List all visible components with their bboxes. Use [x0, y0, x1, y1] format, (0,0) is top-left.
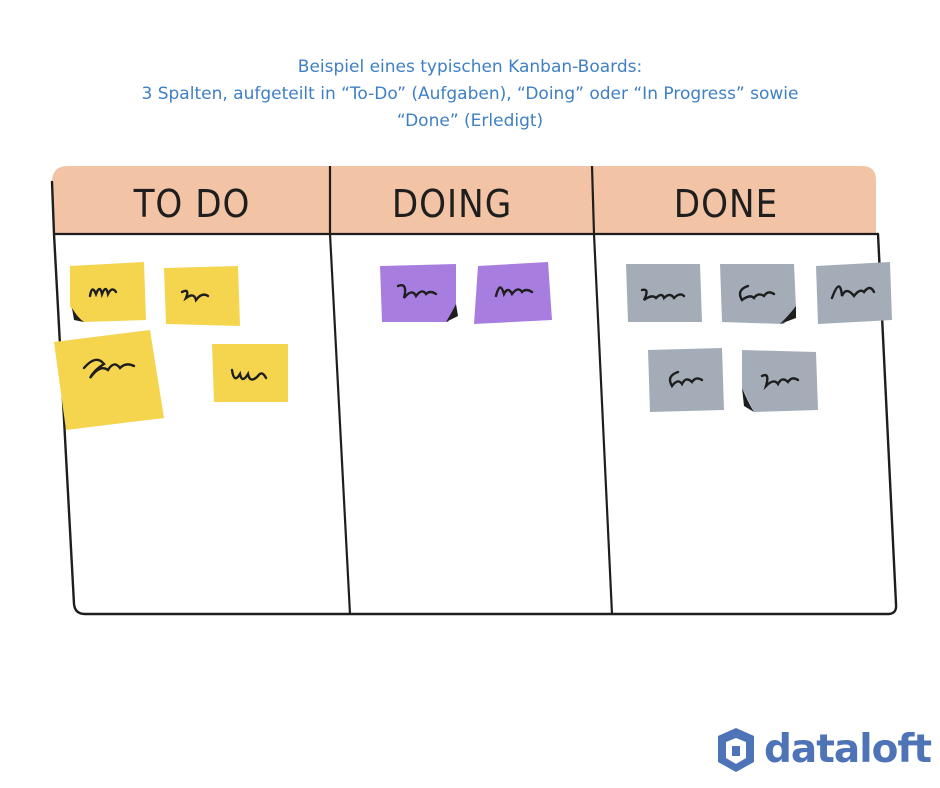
board-header-band [52, 166, 876, 234]
sticky-note [626, 264, 702, 322]
caption-line-3: “Done” (Erledigt) [396, 111, 544, 131]
sticky-note [212, 344, 288, 402]
column-header-todo: TO DO [133, 182, 251, 226]
dataloft-logo-mark [718, 728, 754, 772]
column-divider-1 [328, 166, 352, 615]
sticky-note [720, 264, 796, 324]
column-header-done: DONE [673, 182, 779, 226]
dataloft-logo-text: dataloft [764, 727, 932, 772]
caption-line-2: 3 Spalten, aufgeteilt in “To-Do” (Aufgab… [141, 84, 799, 104]
sticky-note [648, 348, 724, 412]
sticky-note [474, 262, 552, 324]
sticky-note [814, 262, 892, 324]
board-caption: Beispiel eines typischen Kanban-Boards: … [0, 54, 940, 135]
sticky-note [740, 350, 818, 412]
column-divider-2 [590, 165, 614, 615]
column-header-doing: DOING [391, 182, 513, 226]
sticky-note [68, 262, 148, 324]
sticky-note [54, 330, 166, 430]
dataloft-logo: dataloft [714, 726, 932, 774]
board-left-edge [50, 180, 898, 616]
sticky-note [380, 264, 458, 322]
caption-line-1: Beispiel eines typischen Kanban-Boards: [297, 57, 643, 77]
sticky-note [164, 266, 240, 326]
